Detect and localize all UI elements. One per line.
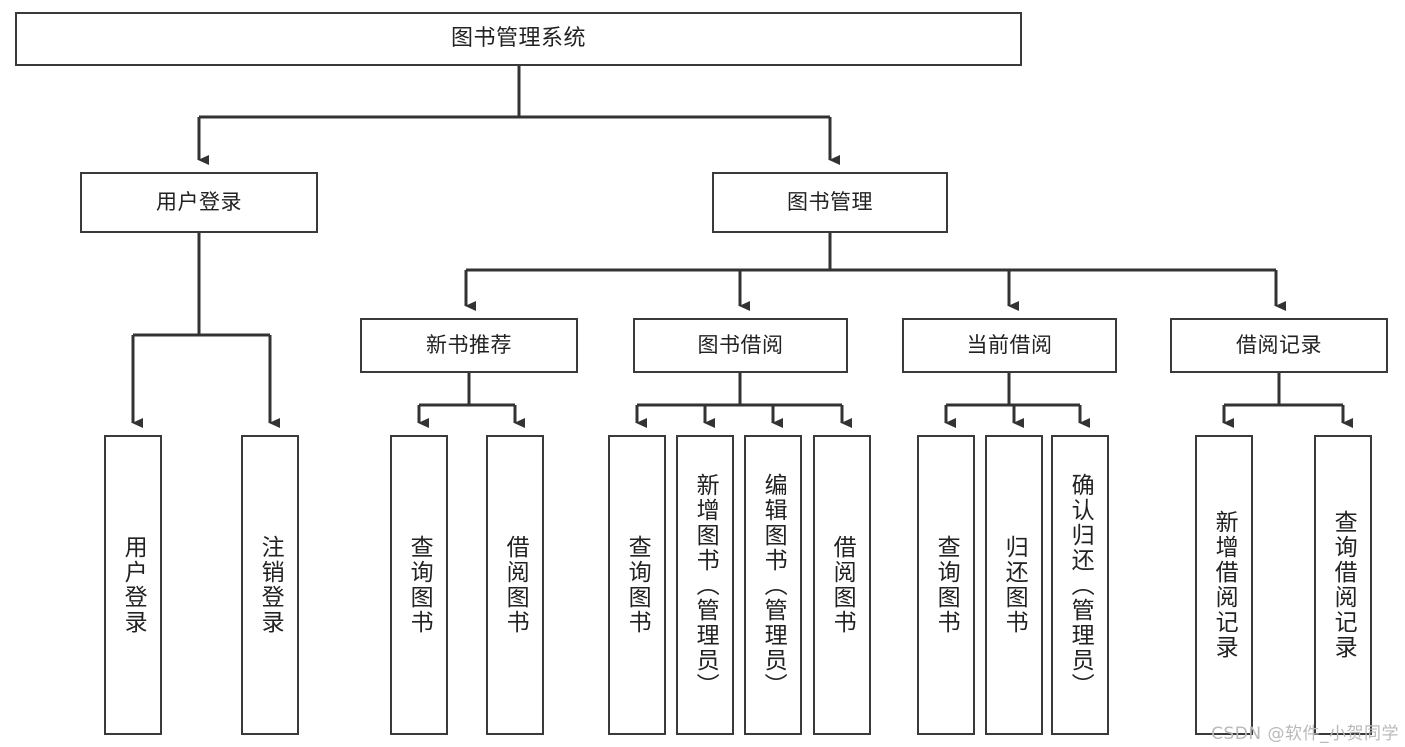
leaf-current-borrow-return-book[interactable]: 归还图书 [985,435,1043,735]
node-new-book-recommend[interactable]: 新书推荐 [360,318,578,373]
node-label: 归还图书 [1001,535,1028,635]
node-label: 新增借阅记录 [1211,510,1238,660]
node-label: 用户登录 [120,535,147,635]
leaf-user-login-login[interactable]: 用户登录 [104,435,162,735]
leaf-new-book-query-book[interactable]: 查询图书 [390,435,448,735]
node-book-management[interactable]: 图书管理 [712,172,948,233]
leaf-book-borrow-borrow-book[interactable]: 借阅图书 [813,435,871,735]
node-label: 借阅图书 [829,535,856,635]
node-label: 确认归还（管理员） [1067,472,1094,698]
node-root-book-management-system[interactable]: 图书管理系统 [15,12,1022,66]
node-label: 新书推荐 [426,333,512,358]
node-label: 图书管理系统 [450,26,586,52]
leaf-new-book-borrow-book[interactable]: 借阅图书 [486,435,544,735]
node-borrow-record[interactable]: 借阅记录 [1170,318,1388,373]
node-label: 新增图书（管理员） [692,472,719,698]
node-label: 查询图书 [406,535,433,635]
leaf-current-borrow-query-book[interactable]: 查询图书 [917,435,975,735]
leaf-borrow-record-add-record[interactable]: 新增借阅记录 [1195,435,1253,735]
node-book-borrow[interactable]: 图书借阅 [633,318,848,373]
node-current-borrow[interactable]: 当前借阅 [902,318,1117,373]
leaf-book-borrow-add-book-admin[interactable]: 新增图书（管理员） [676,435,734,735]
leaf-user-login-logout[interactable]: 注销登录 [241,435,299,735]
leaf-borrow-record-query-record[interactable]: 查询借阅记录 [1314,435,1372,735]
leaf-book-borrow-query-book[interactable]: 查询图书 [608,435,666,735]
node-label: 图书借阅 [697,333,784,358]
node-label: 查询借阅记录 [1330,510,1357,660]
node-label: 借阅图书 [502,535,529,635]
node-label: 查询图书 [624,535,651,635]
leaf-current-borrow-confirm-return-admin[interactable]: 确认归还（管理员） [1051,435,1109,735]
node-label: 用户登录 [156,190,242,215]
node-label: 图书管理 [787,190,873,215]
node-label: 借阅记录 [1236,333,1322,358]
csdn-watermark: CSDN @软件_小贺同学 [1211,724,1399,744]
node-label: 当前借阅 [966,333,1053,358]
node-label: 查询图书 [933,535,960,635]
node-user-login[interactable]: 用户登录 [80,172,318,233]
leaf-book-borrow-edit-book-admin[interactable]: 编辑图书（管理员） [744,435,802,735]
node-label: 编辑图书（管理员） [760,472,787,698]
node-label: 注销登录 [257,535,284,635]
